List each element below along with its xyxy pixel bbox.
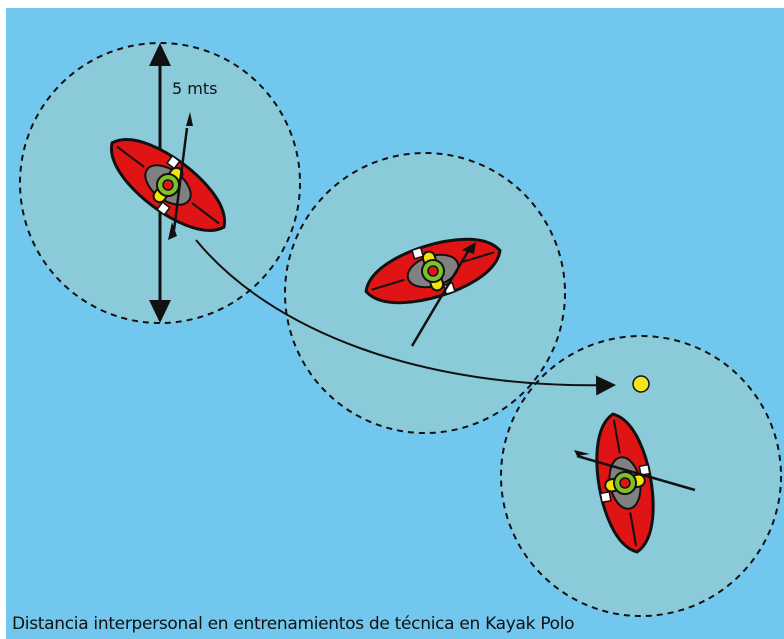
ball-icon <box>633 376 649 392</box>
caption: Distancia interpersonal en entrenamiento… <box>12 614 574 634</box>
measurement-label: 5 mts <box>172 79 217 98</box>
